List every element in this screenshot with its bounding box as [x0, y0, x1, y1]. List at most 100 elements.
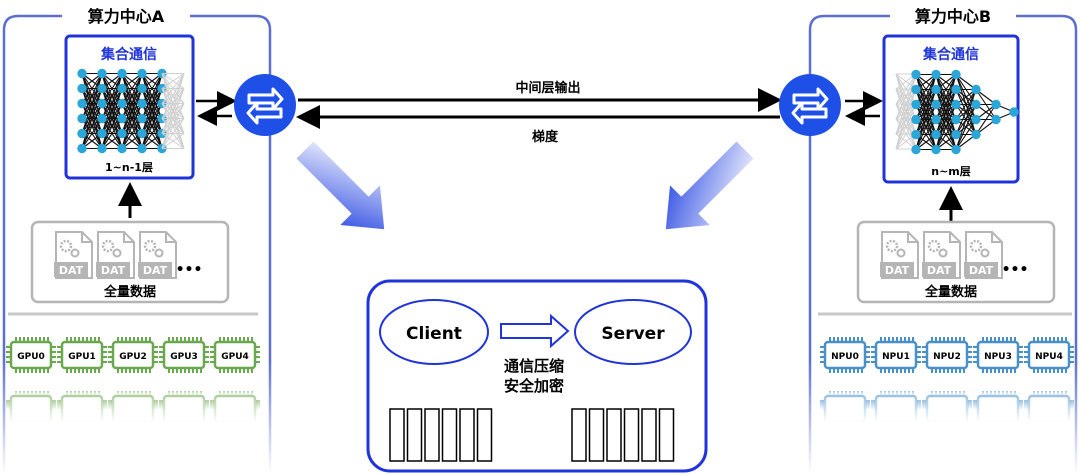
neuron-node — [97, 143, 107, 154]
network-a-title: 集合通信 — [100, 46, 157, 63]
neuron-node — [931, 69, 941, 80]
neuron-node — [97, 98, 107, 109]
chip-reflection — [922, 391, 972, 424]
chip-label: GPU3 — [170, 352, 198, 362]
neuron-node — [117, 83, 127, 94]
client-label: Client — [406, 324, 462, 344]
backward-label: 梯度 — [532, 129, 559, 145]
dat-file-icon: DAT — [96, 231, 135, 279]
neuron-node — [951, 84, 961, 95]
neuron-node — [931, 99, 941, 110]
chip-label: NPU0 — [831, 352, 859, 362]
dat-file-label: DAT — [927, 264, 952, 277]
chip-reflection — [57, 391, 107, 424]
chip-label: NPU4 — [1035, 352, 1063, 362]
data-b-title: 全量数据 — [924, 284, 977, 300]
neuron-node — [971, 129, 981, 140]
neuron-node — [137, 83, 147, 94]
neural-net-a — [77, 68, 185, 154]
dat-file-label: DAT — [101, 264, 126, 277]
neuron-node — [911, 84, 921, 95]
router-swap-icon — [779, 74, 841, 136]
dat-file-icon: DAT — [964, 231, 1003, 279]
chip-icon: GPU1 — [57, 337, 107, 373]
router-swap-icon — [234, 74, 296, 136]
dat-file-label: DAT — [969, 264, 994, 277]
encrypt-label: 安全加密 — [504, 377, 564, 395]
neuron-node — [137, 128, 147, 139]
neuron-node — [931, 114, 941, 125]
client-buffer — [389, 408, 493, 462]
neuron-node — [97, 68, 107, 79]
chip-reflection — [973, 391, 1023, 424]
neuron-node — [951, 69, 961, 80]
chip-icon: NPU3 — [973, 337, 1023, 373]
dat-file-label: DAT — [143, 264, 168, 277]
neuron-node — [911, 129, 921, 140]
neural-net-b — [895, 69, 1019, 155]
center-b-panel: 算力中心B — [808, 7, 1078, 474]
center-b-title: 算力中心B — [915, 7, 991, 26]
chip-label: GPU0 — [17, 352, 45, 362]
server-buffer — [571, 408, 675, 462]
network-b-title: 集合通信 — [922, 46, 979, 63]
data-a-title: 全量数据 — [103, 284, 156, 300]
neuron-node — [77, 83, 87, 94]
network-b-layers: n~m层 — [931, 165, 971, 178]
neuron-node — [971, 84, 981, 95]
client-node — [379, 299, 489, 365]
neuron-node — [951, 114, 961, 125]
neuron-node — [77, 128, 87, 139]
buffer-cell — [658, 408, 675, 462]
neuron-node — [137, 113, 147, 124]
dat-file-icon: DAT — [138, 231, 177, 279]
buffer-cell — [441, 408, 458, 462]
center-a-title: 算力中心A — [88, 7, 165, 26]
forward-label: 中间层输出 — [515, 80, 580, 96]
neuron-node — [117, 113, 127, 124]
neuron-node — [77, 143, 87, 154]
dat-file-icon: DAT — [54, 231, 93, 279]
chip-icon: NPU0 — [820, 337, 870, 373]
buffer-cell — [459, 408, 475, 462]
neuron-node — [117, 128, 127, 139]
neuron-node — [117, 68, 127, 79]
chip-reflection — [210, 391, 260, 424]
chip-label: GPU1 — [68, 352, 96, 362]
secure-channel-box: Client Server 通信压缩 安全加密 — [366, 279, 708, 473]
neuron-node — [97, 113, 107, 124]
neuron-node — [137, 98, 147, 109]
server-label: Server — [601, 324, 665, 344]
chip-icon: NPU1 — [871, 337, 921, 373]
chip-reflection — [159, 391, 209, 424]
chip-label: NPU3 — [984, 352, 1012, 362]
chip-icon: GPU3 — [159, 337, 209, 373]
neuron-node — [97, 83, 107, 94]
compress-label: 通信压缩 — [504, 357, 564, 375]
neuron-node — [911, 114, 921, 125]
buffer-cell — [406, 408, 423, 462]
neuron-node — [77, 113, 87, 124]
neuron-node — [951, 144, 961, 155]
chip-label: NPU1 — [882, 352, 910, 362]
npu-row-reflection — [820, 391, 1074, 424]
buffer-cell — [571, 408, 587, 462]
buffer-cell — [476, 408, 493, 462]
neuron-node — [991, 114, 1001, 125]
neuron-node — [911, 144, 921, 155]
chip-icon: NPU4 — [1024, 337, 1074, 373]
neuron-node — [137, 143, 147, 154]
chip-icon: GPU0 — [6, 337, 56, 373]
neuron-node — [77, 98, 87, 109]
buffer-cell — [424, 408, 440, 462]
neuron-node — [931, 84, 941, 95]
neuron-node — [951, 129, 961, 140]
neuron-node — [931, 144, 941, 155]
network-a-layers: 1~n-1层 — [105, 161, 153, 174]
gradient-arrow-icon — [665, 141, 754, 230]
